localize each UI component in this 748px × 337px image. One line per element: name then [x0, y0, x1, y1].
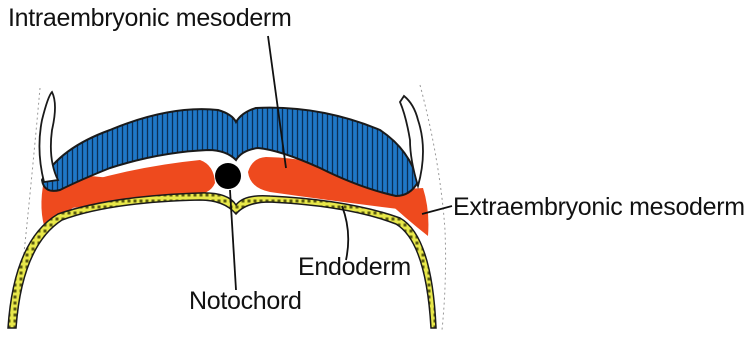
label-extraembryonic-mesoderm: Extraembryonic mesoderm: [453, 193, 745, 222]
leader-endoderm: [342, 206, 348, 260]
label-endoderm: Endoderm: [298, 253, 411, 282]
label-intraembryonic-mesoderm: Intraembryonic mesoderm: [8, 4, 291, 33]
notochord: [215, 163, 241, 189]
label-notochord: Notochord: [189, 287, 302, 316]
